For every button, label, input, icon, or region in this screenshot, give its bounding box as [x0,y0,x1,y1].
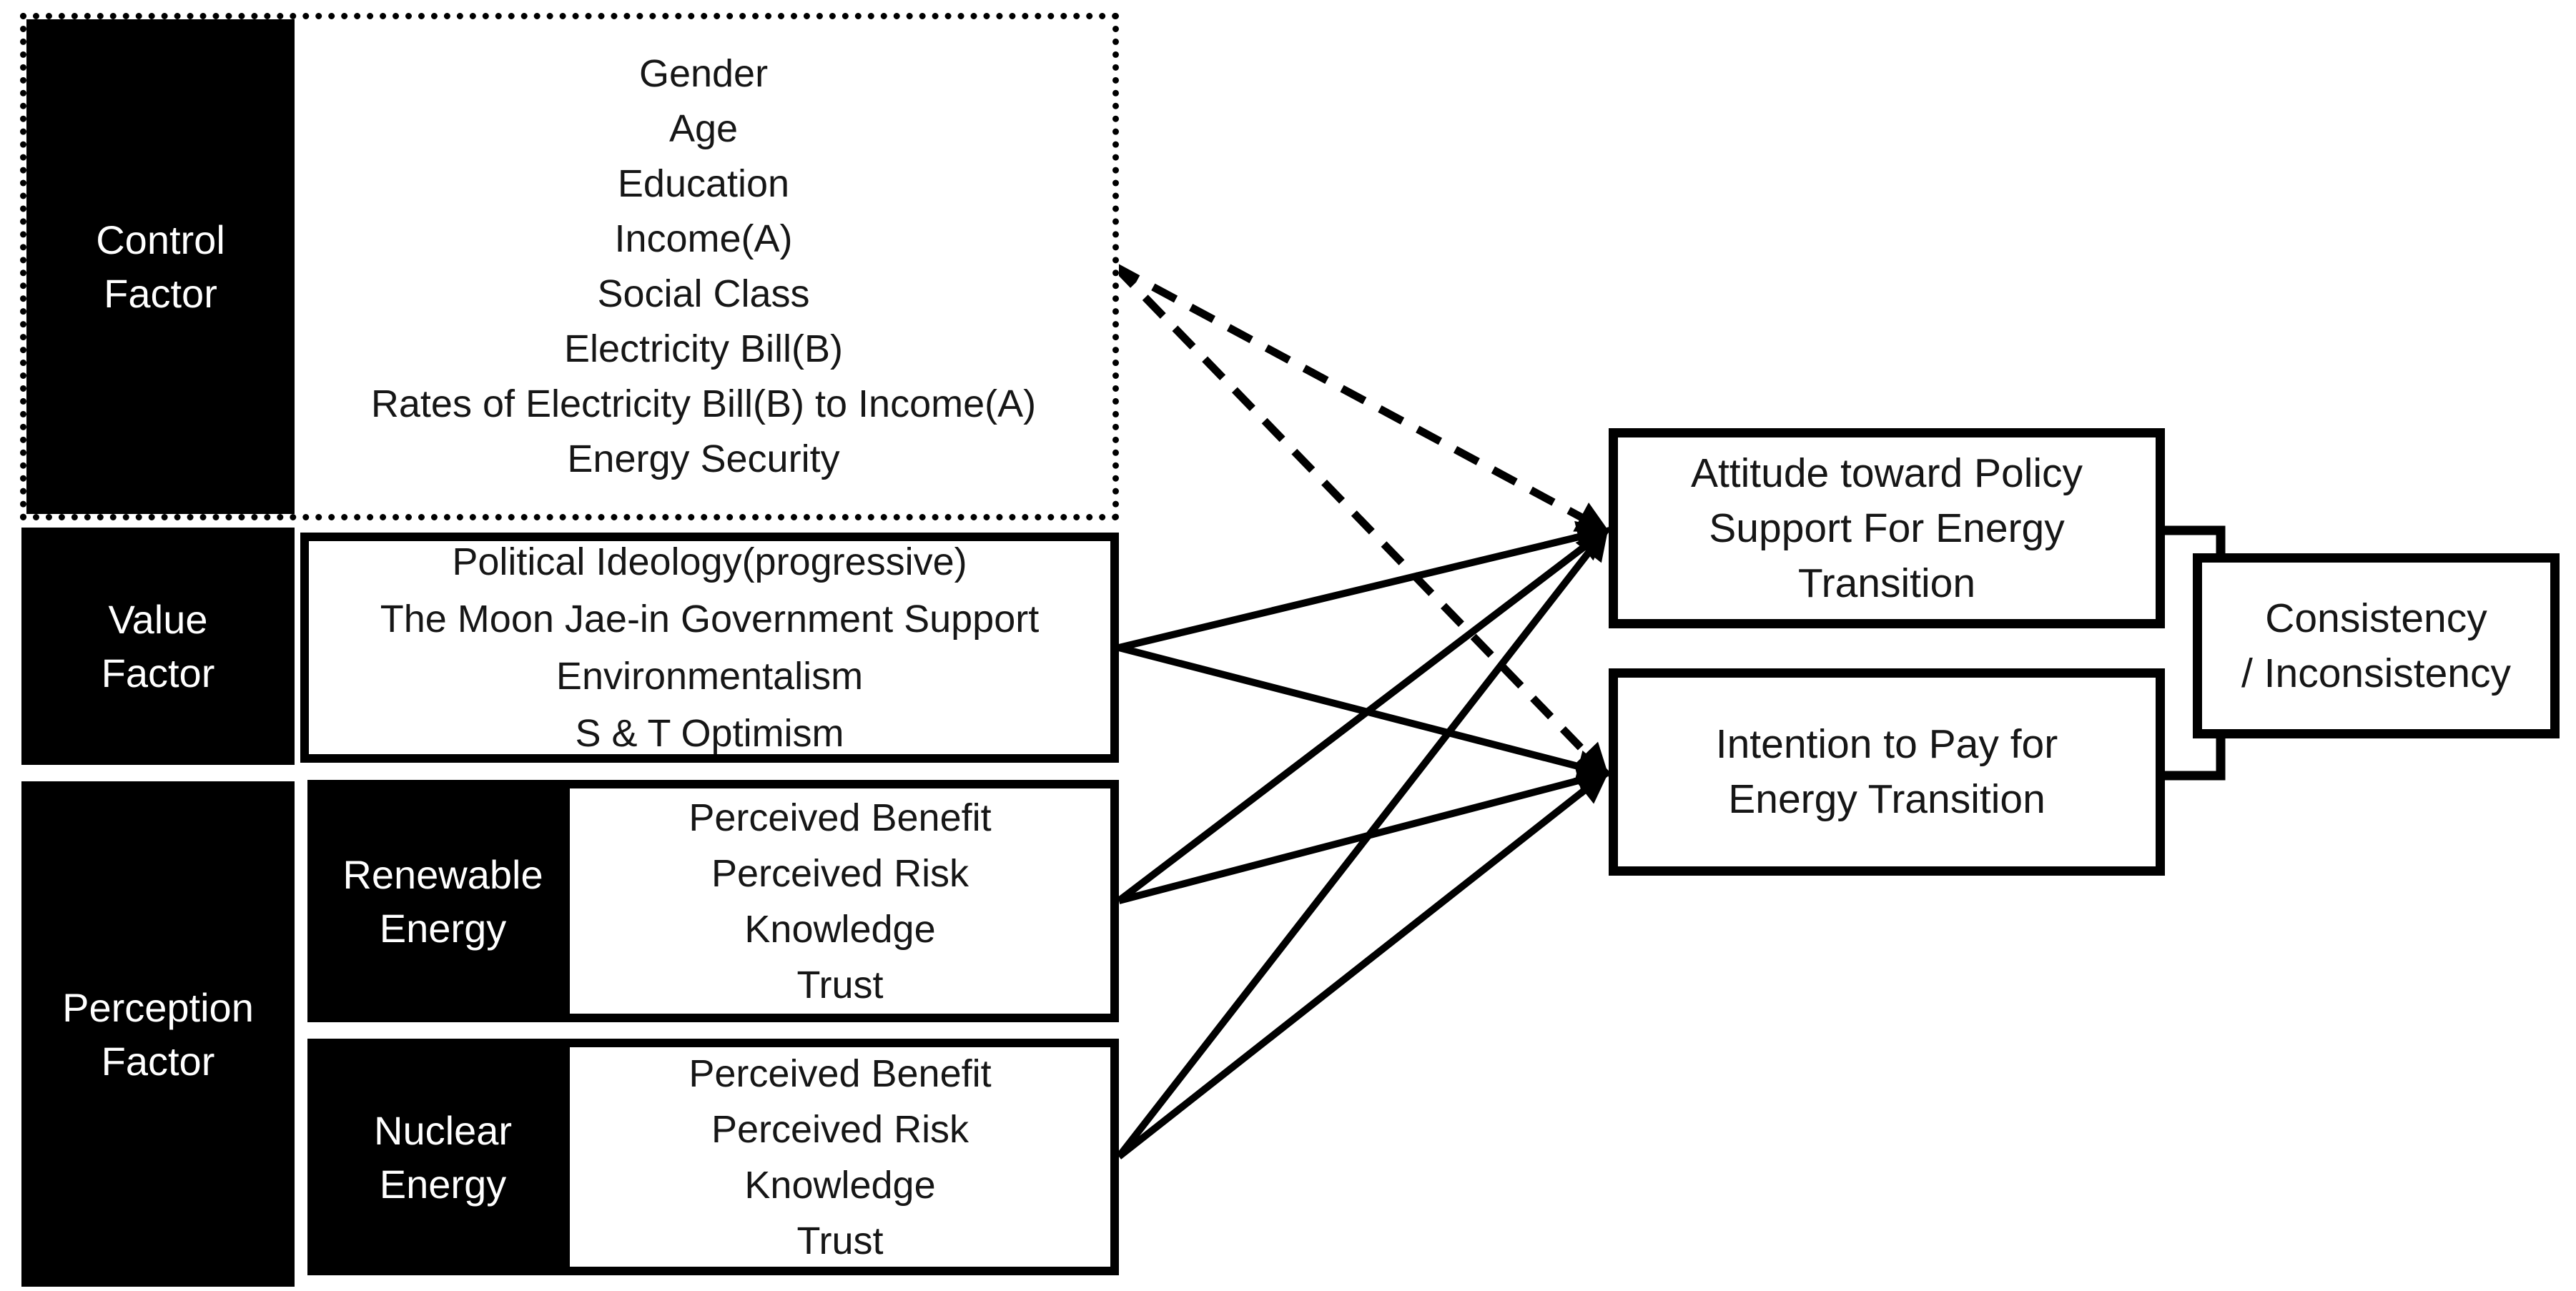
factor-item: S & T Optimism [575,712,844,755]
factor-item: Environmentalism [556,655,864,698]
attitude-line: Transition [1797,560,1976,606]
factor-item: Knowledge [744,1163,936,1207]
control-items-list: Gender Age Education Income(A) Social Cl… [295,19,1112,514]
factor-item: Education [617,162,790,205]
value-factor-label-box: Value Factor [21,528,295,765]
factor-item: Trust [796,963,884,1006]
consistency-line: / Inconsistency [2241,650,2511,696]
renewable-energy-label: Renewable Energy [316,788,570,1014]
factor-item: Energy Security [567,437,840,480]
nuclear-items-list: Perceived Benefit Perceived Risk Knowled… [570,1047,1110,1267]
consistency-result-box: Consistency / Inconsistency [2193,553,2560,738]
edge-renewable-attitude-arrow [1116,528,1610,904]
attitude-line: Attitude toward Policy [1690,450,2083,496]
nuclear-energy-group: Nuclear Energy Perceived Benefit Perceiv… [307,1039,1119,1275]
intention-line: Intention to Pay for [1715,721,2058,767]
nuclear-energy-label-line: Energy [379,1161,507,1207]
edge-control-attitude-arrow [1113,263,1610,534]
nuclear-energy-label: Nuclear Energy [316,1047,570,1267]
factor-item: Perceived Benefit [689,796,992,839]
edge-value-intention-arrow [1117,644,1611,783]
factor-item: Income(A) [614,217,793,260]
value-factor-label-line: Factor [101,651,215,696]
renewable-energy-label-line: Renewable [342,851,543,897]
value-factor-label-line: Value [108,597,208,642]
factor-item: Rates of Electricity Bill(B) to Income(A… [370,382,1037,425]
factor-item: Age [668,107,739,150]
control-factor-label-line: Factor [104,271,217,316]
edge-nuclear-intention-arrow [1116,771,1610,1159]
factor-item: Trust [796,1219,884,1262]
renewable-energy-label-line: Energy [379,905,507,951]
consistency-line: Consistency [2265,595,2487,641]
control-factor-label-box: Control Factor [26,19,295,514]
nuclear-energy-label-line: Nuclear [374,1107,512,1153]
intention-line: Energy Transition [1728,776,2045,822]
factor-item: Perceived Benefit [689,1052,992,1095]
edge-control-intention-arrow [1112,264,1609,777]
factor-item: Knowledge [744,907,936,951]
renewable-items-list: Perceived Benefit Perceived Risk Knowled… [570,788,1110,1014]
factor-item: The Moon Jae-in Government Support [380,598,1040,640]
perception-factor-label-line: Factor [101,1038,215,1084]
renewable-energy-group: Renewable Energy Perceived Benefit Perce… [307,780,1119,1022]
attitude-outcome-box: Attitude toward Policy Support For Energ… [1609,428,2165,628]
factor-item: Gender [638,52,769,95]
attitude-line: Support For Energy [1709,505,2065,551]
intention-outcome-box: Intention to Pay for Energy Transition [1609,668,2165,876]
factor-item: Political Ideology(progressive) [452,540,967,583]
control-factor-label-line: Control [96,217,225,262]
factor-item: Social Class [597,272,810,315]
perception-factor-label-box: Perception Factor [21,781,295,1287]
value-items-box: Political Ideology(progressive) The Moon… [300,533,1119,763]
edge-value-attitude-arrow [1117,520,1611,651]
edge-nuclear-attitude-arrow [1116,526,1609,1159]
factor-item: Perceived Risk [711,851,969,895]
edge-renewable-intention-arrow [1117,764,1611,904]
perception-factor-label-line: Perception [62,984,254,1030]
factor-item: Perceived Risk [711,1107,969,1151]
factor-item: Electricity Bill(B) [563,327,844,370]
